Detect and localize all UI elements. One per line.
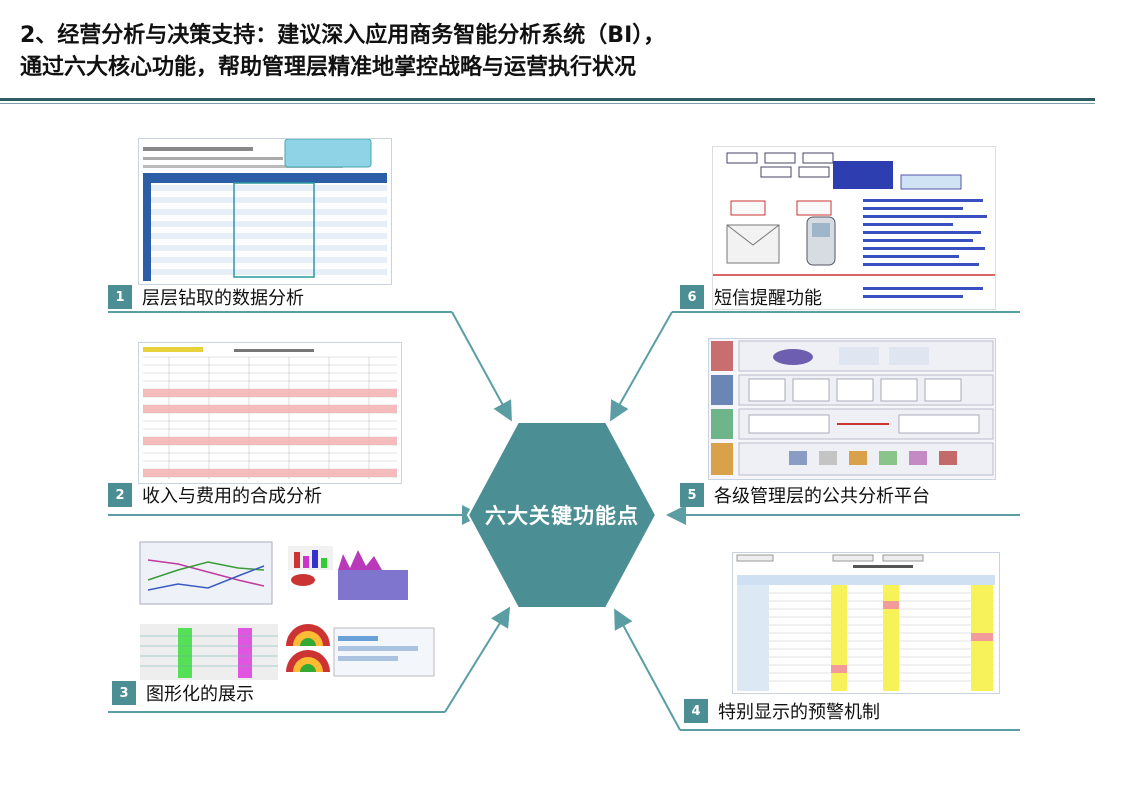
screenshot-income-expense-table bbox=[138, 342, 402, 484]
center-hexagon bbox=[466, 421, 658, 609]
title-divider-thin bbox=[0, 103, 1095, 104]
title-divider bbox=[0, 98, 1095, 101]
feature-number: 5 bbox=[680, 483, 704, 507]
connector-3 bbox=[108, 606, 511, 713]
feature-1: 1 层层钻取的数据分析 bbox=[108, 280, 304, 314]
feature-number: 4 bbox=[684, 699, 708, 723]
feature-number: 1 bbox=[108, 285, 132, 309]
feature-2: 2 收入与费用的合成分析 bbox=[108, 478, 322, 512]
screenshot-sms-reminder bbox=[712, 146, 996, 310]
feature-number: 6 bbox=[680, 285, 704, 309]
title-line-2: 通过六大核心功能，帮助管理层精准地掌控战略与运营执行状况 bbox=[20, 55, 637, 80]
connector-4 bbox=[614, 608, 1020, 731]
feature-number: 2 bbox=[108, 483, 132, 507]
feature-label: 特别显示的预警机制 bbox=[718, 702, 880, 723]
feature-label: 图形化的展示 bbox=[146, 684, 254, 705]
screenshot-analysis-platform bbox=[708, 338, 996, 480]
feature-label: 层层钻取的数据分析 bbox=[142, 288, 304, 309]
center-label: 六大关键功能点 bbox=[485, 504, 639, 528]
feature-5: 5 各级管理层的公共分析平台 bbox=[680, 478, 930, 512]
feature-6: 6 短信提醒功能 bbox=[680, 280, 822, 314]
page-title: 2、经营分析与决策支持：建议深入应用商务智能分析系统（BI）， 通过六大核心功能… bbox=[20, 20, 1100, 84]
feature-3: 3 图形化的展示 bbox=[112, 676, 254, 710]
connector-1 bbox=[108, 311, 512, 422]
screenshot-warning-table bbox=[732, 552, 1000, 694]
feature-4: 4 特别显示的预警机制 bbox=[684, 694, 880, 728]
connector-6 bbox=[610, 311, 1020, 422]
feature-label: 各级管理层的公共分析平台 bbox=[714, 486, 930, 507]
feature-label: 收入与费用的合成分析 bbox=[142, 486, 322, 507]
feature-label: 短信提醒功能 bbox=[714, 288, 822, 309]
title-line-1: 2、经营分析与决策支持：建议深入应用商务智能分析系统（BI）， bbox=[20, 23, 666, 48]
feature-number: 3 bbox=[112, 681, 136, 705]
screenshot-drilldown-table bbox=[138, 138, 392, 285]
screenshot-charts-collage bbox=[138, 540, 438, 680]
